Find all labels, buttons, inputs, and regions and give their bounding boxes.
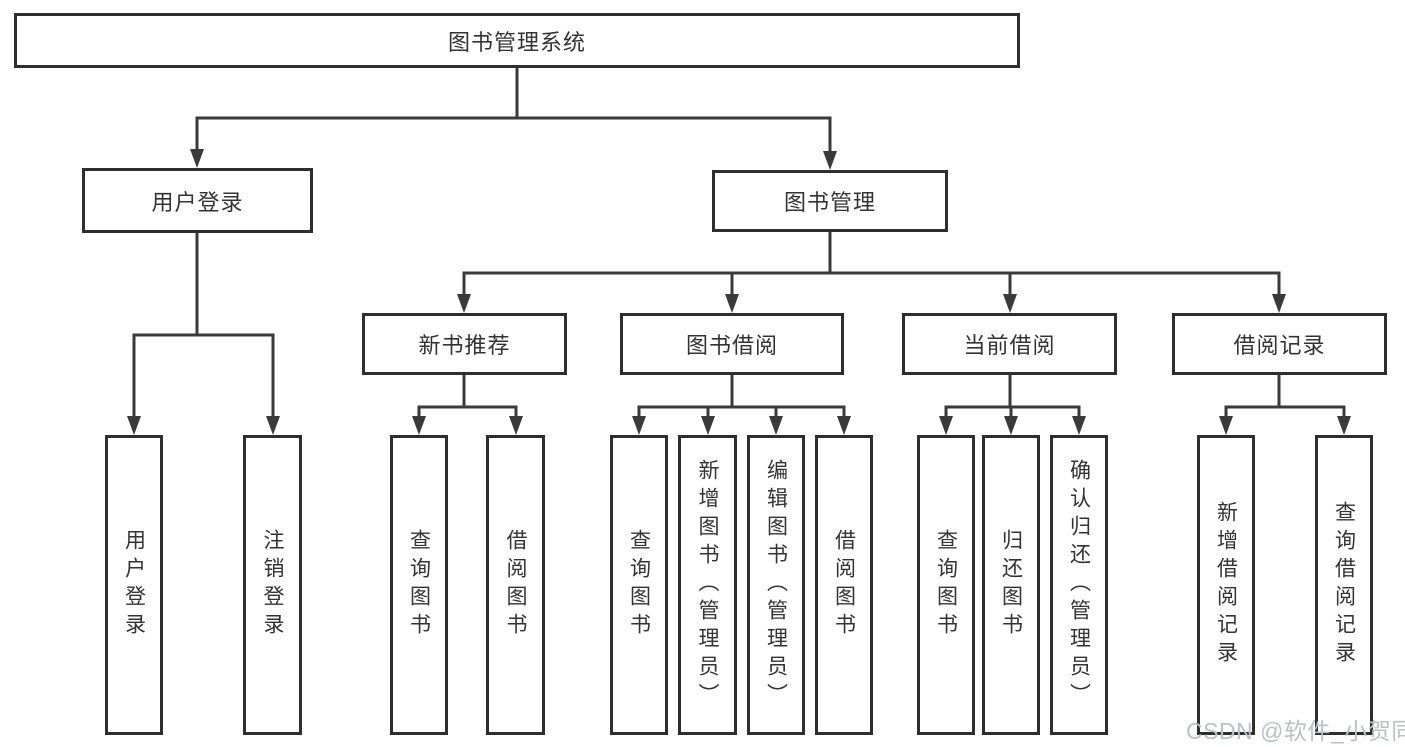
- node-current-borrow: 当前借阅: [902, 313, 1117, 375]
- leaf-label: 归还图书: [999, 529, 1023, 641]
- leaf-br-query-record: 查询借阅记录: [1315, 435, 1373, 735]
- node-new-book-recommend: 新书推荐: [362, 313, 567, 375]
- leaf-label: 借阅图书: [504, 529, 527, 641]
- node-label: 当前借阅: [963, 333, 1056, 358]
- node-label: 图书管理: [783, 190, 876, 215]
- node-label: 用户登录: [151, 189, 244, 215]
- leaf-label: 编辑图书（管理员）: [764, 459, 788, 711]
- leaf-br-add-record: 新增借阅记录: [1197, 435, 1255, 735]
- csdn-watermark: CSDN @软件_小贺同学: [1186, 718, 1405, 744]
- node-library-management-system: 图书管理系统: [14, 13, 1020, 68]
- leaf-label: 查询借阅记录: [1332, 501, 1356, 669]
- leaf-rec-query-books: 查询图书: [390, 435, 448, 735]
- node-book-management: 图书管理: [712, 170, 948, 232]
- node-borrow-records: 借阅记录: [1172, 313, 1387, 375]
- leaf-label: 确认归还（管理员）: [1067, 459, 1091, 711]
- leaf-label: 借阅图书: [832, 529, 856, 641]
- leaf-bb-borrow-books: 借阅图书: [815, 435, 873, 735]
- leaf-cb-confirm-return-admin: 确认归还（管理员）: [1050, 435, 1108, 735]
- node-book-borrow: 图书借阅: [620, 313, 844, 375]
- leaf-rec-borrow-books: 借阅图书: [486, 435, 545, 735]
- leaf-label: 注销登录: [261, 529, 284, 641]
- leaf-bb-edit-books-admin: 编辑图书（管理员）: [747, 435, 805, 735]
- leaf-label: 查询图书: [407, 529, 431, 641]
- node-label: 新书推荐: [418, 333, 511, 358]
- leaf-cb-query-books: 查询图书: [917, 435, 975, 735]
- node-label: 图书管理系统: [447, 29, 586, 55]
- leaf-bb-add-books-admin: 新增图书（管理员）: [678, 435, 737, 735]
- leaf-label: 用户登录: [122, 529, 146, 641]
- leaf-cb-return-books: 归还图书: [982, 435, 1040, 735]
- leaf-label: 查询图书: [627, 529, 651, 641]
- node-label: 借阅记录: [1233, 333, 1326, 358]
- leaf-label: 新增图书（管理员）: [696, 459, 719, 711]
- leaf-label: 查询图书: [934, 529, 958, 641]
- leaf-user-login: 用户登录: [105, 435, 163, 735]
- node-label: 图书借阅: [685, 333, 778, 358]
- leaf-label: 新增借阅记录: [1214, 501, 1238, 669]
- leaf-bb-query-books: 查询图书: [610, 435, 668, 735]
- leaf-logout: 注销登录: [243, 435, 302, 735]
- node-user-login: 用户登录: [82, 168, 313, 233]
